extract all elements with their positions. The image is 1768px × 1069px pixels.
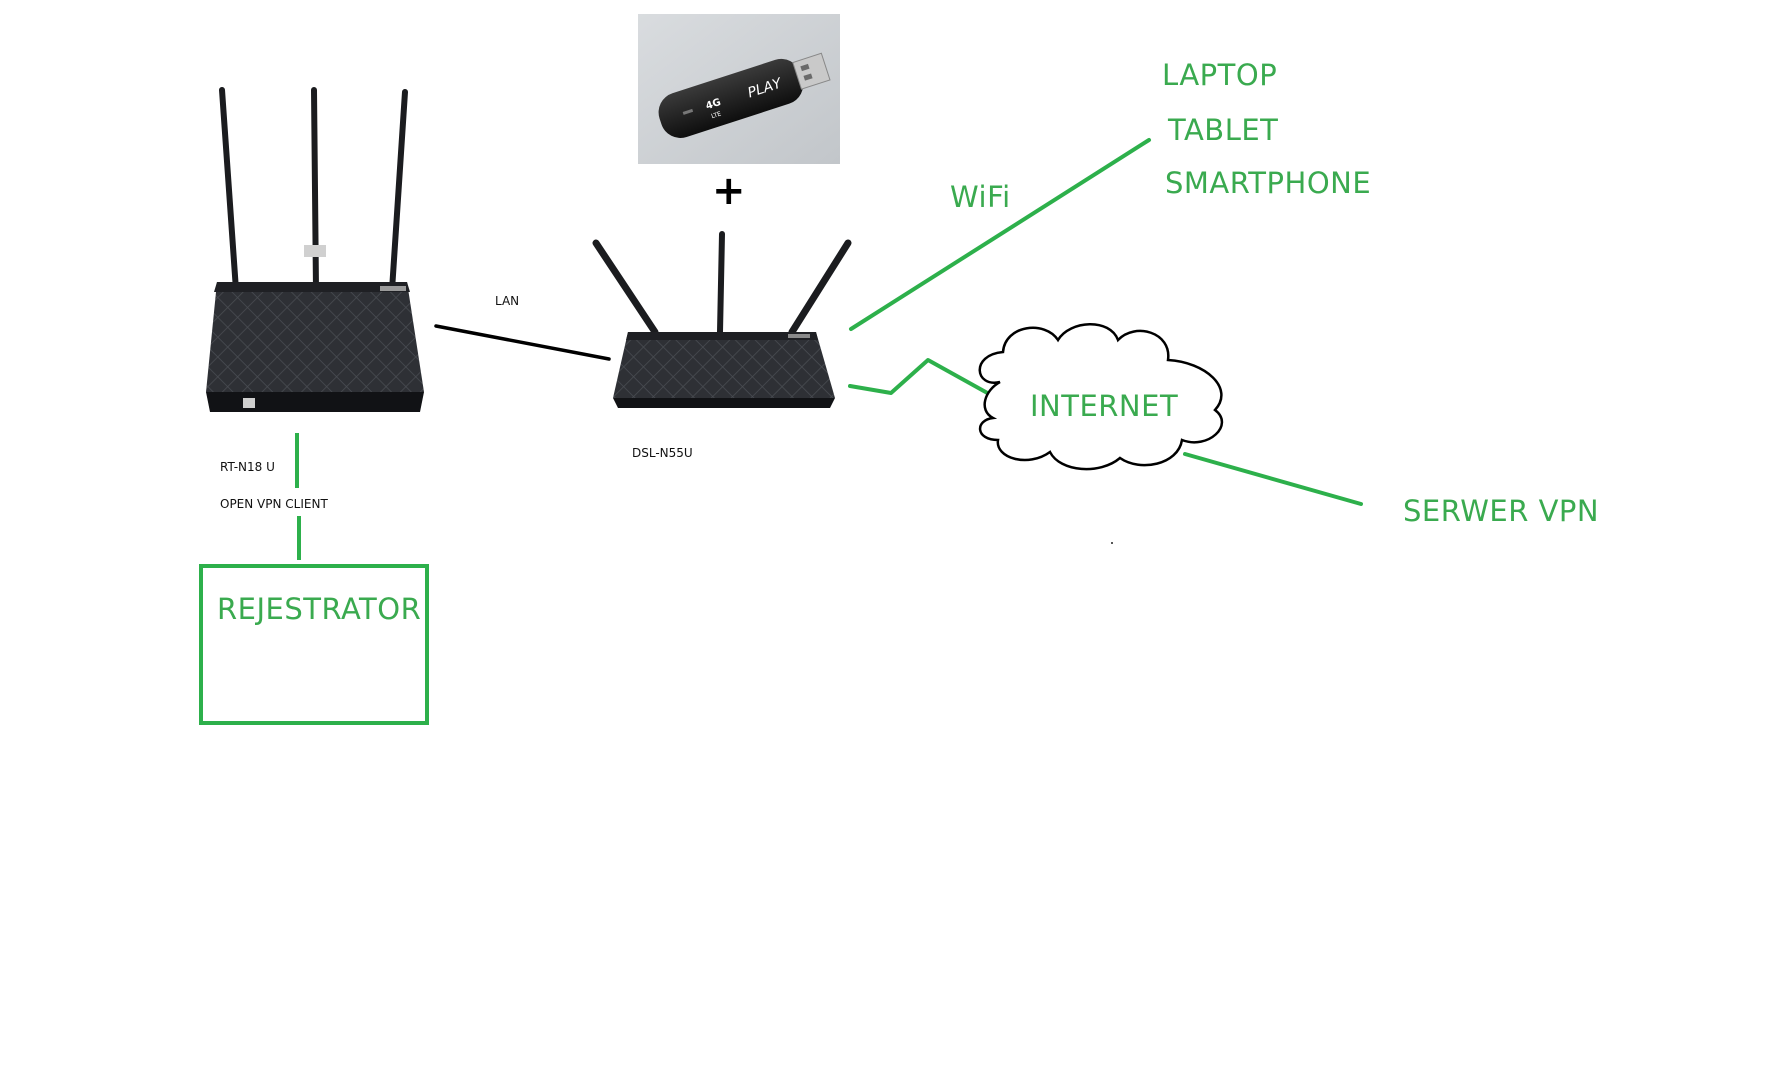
router-rt-n18u-image	[206, 87, 424, 412]
router-dsl-n55u-image	[592, 231, 852, 408]
rejestrator-label: REJESTRATOR	[217, 592, 422, 626]
smartphone-label: SMARTPHONE	[1165, 166, 1372, 200]
laptop-label: LAPTOP	[1162, 58, 1278, 92]
dsl-n55u-label: DSL-N55U	[632, 446, 693, 460]
modem-badge-sub: LTE	[711, 110, 723, 120]
serwer-vpn-label: SERWER VPN	[1403, 494, 1600, 528]
lan-label: LAN	[495, 294, 520, 308]
internet-zigzag-line	[848, 358, 993, 397]
wifi-line	[849, 138, 1151, 331]
internet-label: INTERNET	[1030, 389, 1179, 423]
open-vpn-client-label: OPEN VPN CLIENT	[220, 497, 328, 511]
wifi-label: WiFi	[950, 180, 1011, 214]
vpn-server-line	[1183, 452, 1363, 506]
tablet-label: TABLET	[1168, 113, 1279, 147]
rejestrator-box	[199, 564, 429, 725]
rt-n18u-label: RT-N18 U	[220, 460, 275, 474]
usb-modem-image: 4G LTE PLAY	[638, 14, 840, 164]
lan-connection-line	[434, 324, 611, 361]
modem-badge-text: 4G	[705, 97, 723, 112]
plus-sign: +	[712, 168, 746, 214]
internet-cloud-icon	[978, 323, 1223, 544]
